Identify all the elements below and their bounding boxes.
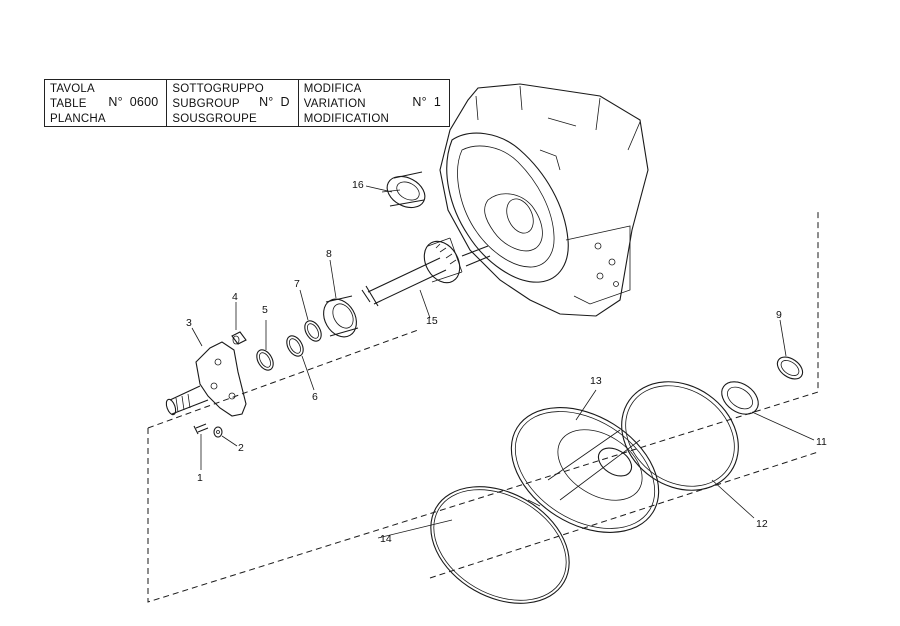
modification-label: MODIFICATION <box>303 113 389 125</box>
callout-6: 6 <box>312 391 318 403</box>
subgroup-label: SUBGROUP <box>172 98 240 110</box>
modification-cell: MODIFICA VARIATION MODIFICATION N°1 <box>297 80 449 126</box>
callout-13: 13 <box>590 375 602 387</box>
part-16-bearing <box>381 171 426 209</box>
part-13-bell-cover <box>510 407 660 533</box>
part-1-bolt <box>193 423 209 435</box>
subgroup-number: N°D <box>259 95 290 109</box>
subgroup-cell: SOTTOGRUPPO SUBGROUP SOUSGROUPE N°D <box>166 80 297 126</box>
modification-number: N°1 <box>412 95 441 109</box>
callout-8: 8 <box>326 248 332 260</box>
part-4-bushing <box>231 331 247 345</box>
callout-2: 2 <box>238 442 244 454</box>
table-number: N°0600 <box>108 95 159 109</box>
tavola-label: TAVOLA <box>50 83 95 95</box>
part-15-shaft-gear <box>361 237 491 307</box>
part-2-washer <box>213 426 223 438</box>
part-11-seal <box>721 381 759 415</box>
callout-5: 5 <box>262 304 268 316</box>
part-14-split-ring <box>430 486 570 604</box>
leader-lines <box>191 185 815 539</box>
variation-label: VARIATION <box>303 98 366 110</box>
part-9-ring <box>776 356 804 380</box>
callout-3: 3 <box>186 317 192 329</box>
sousgroupe-label: SOUSGROUPE <box>172 113 257 125</box>
title-block: TAVOLA TABLE PLANCHA N°0600 SOTTOGRUPPO … <box>44 79 450 127</box>
sottogruppo-label: SOTTOGRUPPO <box>172 83 264 95</box>
part-12-o-ring <box>621 381 739 491</box>
part-8-bearing <box>323 295 359 338</box>
modifica-label: MODIFICA <box>303 83 362 95</box>
table-label: TABLE <box>50 98 87 110</box>
table-number-cell: TAVOLA TABLE PLANCHA N°0600 <box>45 80 166 126</box>
callout-14: 14 <box>380 533 392 545</box>
callout-1: 1 <box>197 472 203 484</box>
callout-4: 4 <box>232 291 238 303</box>
transmission-housing <box>439 83 649 317</box>
part-5-ring <box>256 349 274 371</box>
part-7-snap-ring <box>304 320 322 342</box>
assembly-boundary-dashed <box>147 210 819 603</box>
part-3-flange <box>165 341 247 417</box>
callout-15: 15 <box>426 315 438 327</box>
callout-16: 16 <box>352 179 364 191</box>
callout-9: 9 <box>776 309 782 321</box>
callout-7: 7 <box>294 278 300 290</box>
part-6-ring <box>286 335 304 357</box>
callout-11: 11 <box>816 436 827 448</box>
plancha-label: PLANCHA <box>50 113 106 125</box>
callout-12: 12 <box>756 518 768 530</box>
